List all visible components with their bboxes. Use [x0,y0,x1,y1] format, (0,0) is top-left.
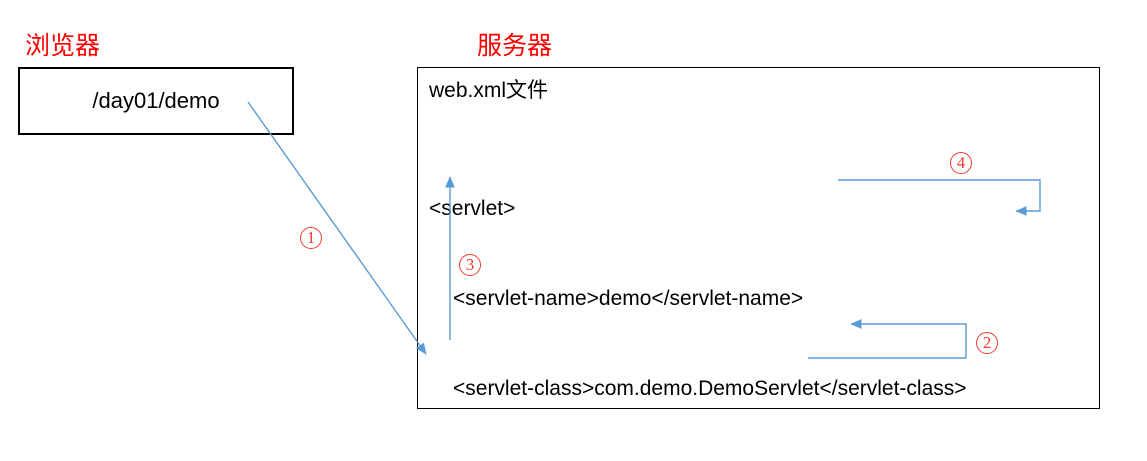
xml-line: <servlet-name>demo</servlet-name> [453,287,804,310]
webxml-content: <servlet> <servlet-name>demo</servlet-na… [429,134,967,461]
step-3-marker: 3 [459,254,481,276]
arrow-step1-request-icon [247,101,427,355]
step-4-marker: 4 [950,152,972,174]
step-1-marker: 1 [300,227,322,249]
server-section-label: 服务器 [477,33,553,60]
browser-box: /day01/demo [18,67,294,135]
xml-line: <servlet> [429,197,516,220]
xml-line: <servlet-class>com.demo.DemoServlet</ser… [453,377,967,400]
webxml-file-title: web.xml文件 [429,79,549,102]
browser-request-url: /day01/demo [92,88,220,113]
browser-section-label: 浏览器 [25,33,101,60]
step-2-marker: 2 [976,332,998,354]
